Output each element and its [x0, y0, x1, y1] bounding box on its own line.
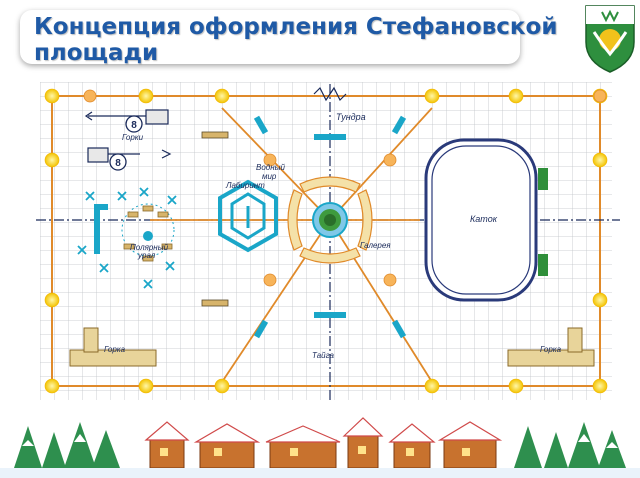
cyan-wall-left	[94, 204, 100, 254]
label-water-world-1: Водный	[256, 163, 285, 172]
sign-top	[125, 115, 143, 133]
bench-group	[201, 131, 229, 307]
slide-right	[507, 327, 595, 367]
slides-top	[84, 109, 172, 163]
sign-top-label: 8	[131, 120, 137, 131]
radial-paths	[150, 107, 433, 383]
outer-border	[51, 95, 601, 387]
snowy-fir-tree-icon	[14, 422, 626, 468]
page-title-line-2: площади	[34, 40, 159, 66]
lamps	[44, 88, 608, 394]
city-crest-icon	[585, 5, 635, 73]
axis-break-mark	[313, 86, 347, 102]
ice-sculptures	[77, 187, 177, 289]
central-tree-plaza	[312, 202, 348, 238]
gingerbread-house-icon	[144, 417, 503, 469]
label-gorki: Горки	[122, 133, 144, 142]
slide-left	[69, 327, 157, 367]
label-taiga: Тайга	[312, 351, 334, 360]
label-polar-ural-1: Полярный	[130, 243, 169, 252]
label-labyrinth: Лабиринт	[225, 181, 265, 190]
orange-lamps	[83, 89, 607, 287]
labyrinth	[218, 179, 278, 253]
decor-strip	[0, 417, 640, 478]
label-gorka-right: Горка	[540, 345, 562, 354]
label-tundra: Тундра	[336, 112, 366, 122]
title-banner: Концепция оформления Стефановской площад…	[20, 10, 557, 66]
cyan-elements	[253, 115, 407, 339]
snow-ground	[0, 468, 640, 478]
gallery-arcs	[287, 176, 373, 264]
label-gorka-left: Горка	[104, 345, 126, 354]
label-gallery: Галерея	[360, 241, 391, 250]
sign-bottom	[109, 153, 127, 171]
sign-bottom-label: 8	[115, 158, 121, 169]
label-water-world-2: мир	[262, 172, 277, 181]
polar-benches	[123, 205, 173, 262]
label-katok: Каток	[470, 214, 498, 224]
label-polar-ural-2: урал	[137, 251, 156, 260]
cyan-wall-left-top	[100, 204, 108, 210]
page-title-line-1: Концепция оформления Стефановской	[34, 14, 558, 40]
skating-rink	[424, 138, 548, 302]
